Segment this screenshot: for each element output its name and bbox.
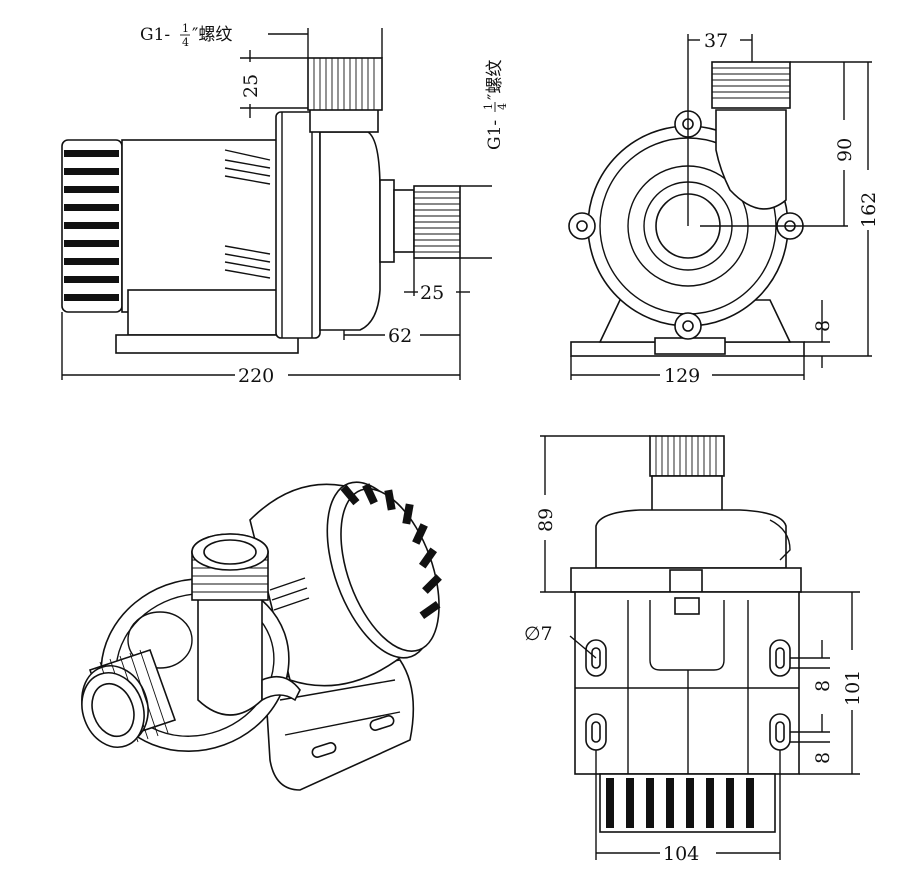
isometric-view bbox=[81, 481, 442, 791]
slot-offset-top-label: 8 bbox=[812, 680, 834, 692]
outlet-thread-height-label: 25 bbox=[240, 74, 262, 98]
base-thickness-label: 8 bbox=[812, 320, 834, 332]
outlet-thread-denominator: 4 bbox=[182, 36, 189, 49]
inlet-thread-suffix: ″螺纹 bbox=[485, 60, 505, 100]
height-to-base-label: 89 bbox=[535, 508, 557, 532]
bottom-view-labels: 89 ∅7 8 8 101 104 bbox=[524, 508, 864, 865]
total-length-label: 220 bbox=[238, 365, 274, 387]
slot-offset-bottom-label: 8 bbox=[812, 752, 834, 764]
inlet-thread-numerator: 1 bbox=[482, 103, 495, 110]
bottom-view bbox=[540, 435, 860, 860]
outlet-offset-label: 37 bbox=[704, 30, 728, 52]
outlet-thread-suffix: ″螺纹 bbox=[192, 25, 232, 45]
hole-spacing-vertical-label: 101 bbox=[842, 670, 864, 706]
hole-spacing-horizontal-label: 104 bbox=[663, 843, 699, 865]
total-height-label: 162 bbox=[858, 192, 880, 228]
inlet-offset-label: 62 bbox=[388, 325, 412, 347]
inlet-thread-denominator: 4 bbox=[496, 103, 509, 110]
front-view-labels: 37 90 162 8 129 bbox=[664, 30, 880, 387]
inlet-thread-callout: G1- 1 4 ″螺纹 bbox=[482, 60, 509, 150]
side-view-labels: G1- 1 4 ″螺纹 25 25 62 220 G1- 1 4 ″螺纹 bbox=[140, 22, 509, 387]
outlet-thread-prefix: G1- bbox=[140, 25, 170, 45]
side-view bbox=[61, 28, 492, 380]
inlet-thread-prefix: G1- bbox=[485, 120, 505, 150]
outlet-thread-numerator: 1 bbox=[182, 22, 189, 35]
front-view bbox=[568, 34, 872, 380]
outlet-center-height-label: 90 bbox=[834, 138, 856, 162]
hole-diameter-label: ∅7 bbox=[524, 623, 553, 645]
inlet-thread-length-label: 25 bbox=[420, 282, 444, 304]
base-width-label: 129 bbox=[664, 365, 700, 387]
